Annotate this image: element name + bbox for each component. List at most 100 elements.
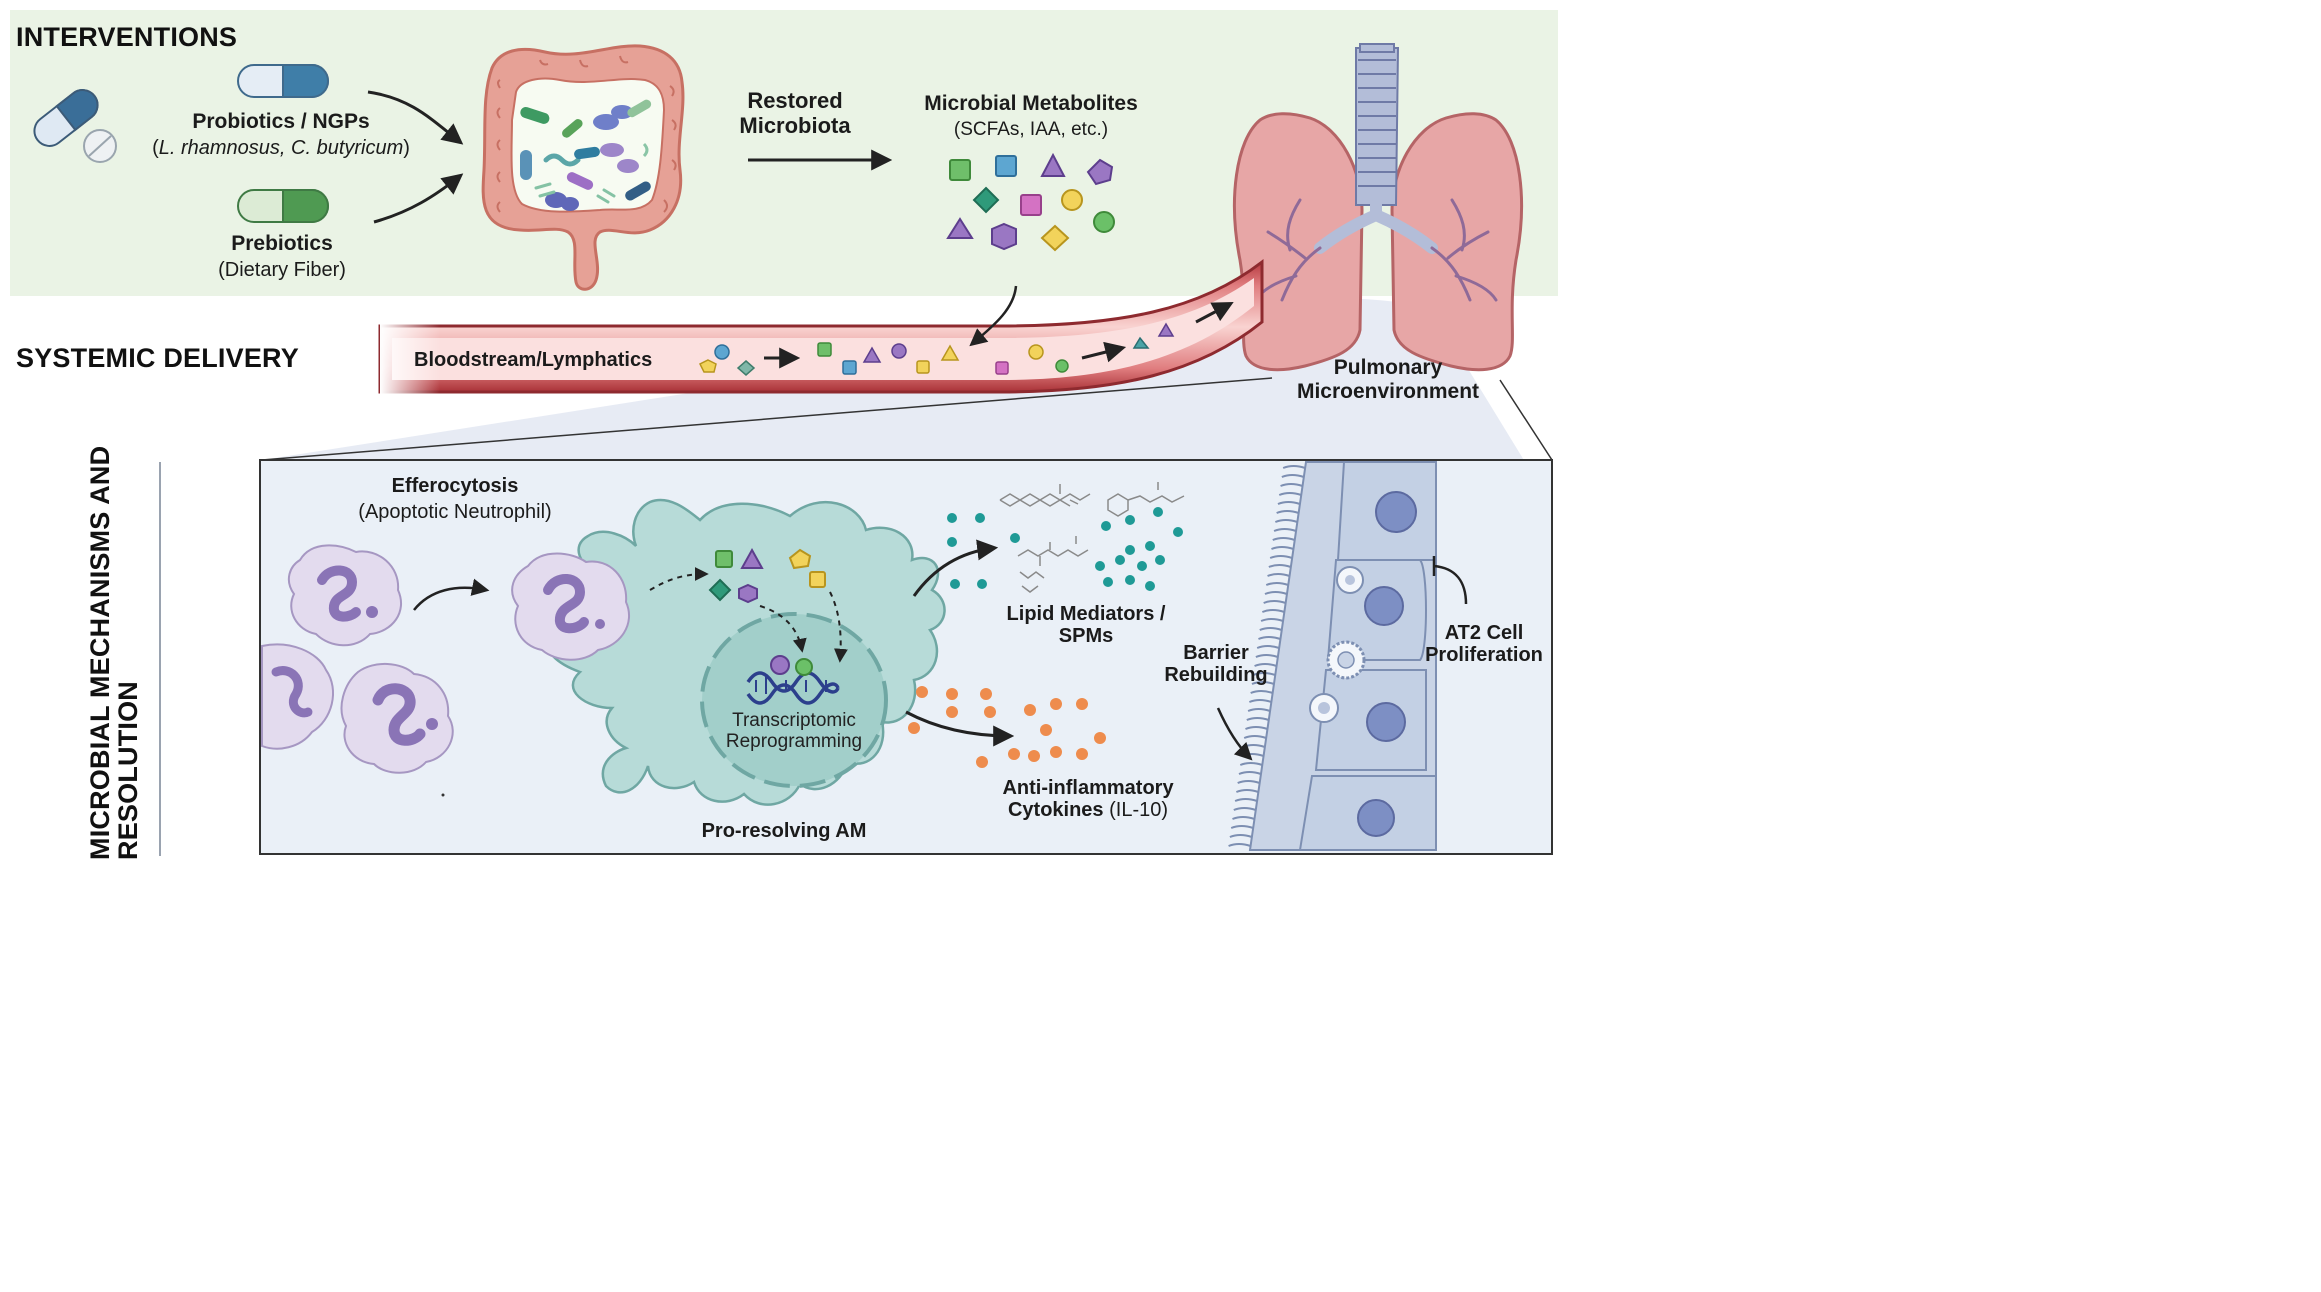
cytokine-dot (1024, 704, 1036, 716)
barrier-rebuilding-label: Barrier Rebuilding (1156, 642, 1276, 687)
engulfed-neutrophil (511, 552, 631, 661)
pulmonary-microenvironment-label: Pulmonary Microenvironment (1280, 356, 1496, 403)
cilium (1255, 654, 1279, 658)
lipid-dot (1125, 575, 1135, 585)
prebiotics-subtitle: (Dietary Fiber) (218, 259, 346, 281)
lipid-dot (1125, 515, 1135, 525)
efferocytosis-subtitle: (Apoptotic Neutrophil) (358, 501, 552, 523)
cilium (1251, 681, 1275, 685)
cilium (1235, 789, 1259, 793)
transcriptomic-line2: Reprogramming (725, 731, 863, 753)
lipid-dot (1125, 545, 1135, 555)
pulmonary-line1: Pulmonary (1333, 356, 1443, 379)
metabolites-title: Microbial Metabolites (924, 92, 1138, 115)
prebiotics-to-gut-arrow (373, 173, 464, 224)
gut-icon (481, 44, 685, 291)
barrier-rebuilding-arrow (1216, 707, 1253, 761)
restored-microbiota-label: Restored Microbiota (724, 88, 866, 138)
probiotics-paren-close: ) (403, 137, 410, 159)
cilium (1248, 699, 1272, 703)
vessel-flow-arrows (764, 302, 1234, 369)
cytokine-dot (1076, 748, 1088, 760)
metabolites-to-blood-arrow (969, 285, 1018, 347)
lipid-dot (1145, 581, 1155, 591)
cytokine-dot (984, 706, 996, 718)
stray-dot (441, 793, 445, 797)
cilium (1238, 771, 1262, 775)
cilium (1260, 618, 1284, 622)
lipid-mediator-dots (947, 507, 1183, 591)
lipid-dot (1103, 577, 1113, 587)
lipid-dot (1155, 555, 1165, 565)
probiotics-title: Probiotics / NGPs (192, 110, 370, 133)
cytokine-dot (946, 706, 958, 718)
lipid-dot (1137, 561, 1147, 571)
inset-connector-left (261, 377, 1273, 461)
at2-proliferation-label: AT2 Cell Proliferation (1412, 622, 1556, 667)
cilium (1234, 798, 1258, 802)
lipid-dot (947, 537, 957, 547)
cytokine-dots (908, 686, 1106, 768)
cilium (1230, 825, 1254, 829)
section-mechanisms-heading: MICROBIAL MECHANISMS AND RESOLUTION (85, 445, 143, 860)
at2-inhibition-line (1432, 556, 1468, 605)
cytokine-dot (908, 722, 920, 734)
probiotics-paren-open: ( (152, 137, 159, 159)
cilium (1278, 492, 1302, 496)
inset-connector-right (1499, 379, 1553, 461)
lipid-dot (1010, 533, 1020, 543)
lipid-dot (1173, 527, 1183, 537)
cilium (1250, 690, 1273, 694)
cilium (1281, 474, 1305, 478)
lipid-dot (1115, 555, 1125, 565)
cilium (1247, 708, 1271, 712)
macrophage-to-cytokines-arrow (905, 710, 1015, 747)
prebiotics-title: Prebiotics (231, 232, 333, 255)
cilium (1239, 762, 1263, 766)
pro-resolving-macrophage (546, 498, 946, 806)
cilium (1280, 483, 1303, 487)
cytokines-label: Anti-inflammatory Cytokines (IL-10) (990, 777, 1186, 822)
cytokines-line2-wrap: Cytokines (IL-10) (990, 799, 1186, 821)
lipid-dot (950, 579, 960, 589)
probiotics-species-line: (L. rhamnosus, C. butyricum) (120, 137, 442, 159)
cytokine-dot (1050, 698, 1062, 710)
macrophage-to-lipids-arrow (912, 539, 999, 597)
cilium (1265, 582, 1289, 586)
barrier-line2: Rebuilding (1164, 664, 1268, 687)
cytokine-dot (916, 686, 928, 698)
lipid-dot (1153, 507, 1163, 517)
apoptotic-neutrophil-cells (261, 544, 490, 774)
cilium (1252, 672, 1276, 676)
cytokines-line2: Cytokines (1007, 799, 1104, 822)
diagram-canvas (10, 10, 1558, 856)
capsule-icon (33, 89, 117, 163)
cilium (1243, 735, 1267, 739)
barrier-line1: Barrier (1183, 642, 1249, 664)
lipid-dot (1145, 541, 1155, 551)
lipid-dot (1101, 521, 1111, 531)
efferocytosis-title: Efferocytosis (391, 475, 519, 497)
transcriptomic-line1: Transcriptomic (732, 710, 856, 731)
restored-line2: Microbiota (739, 112, 851, 138)
cytokines-paren: (IL-10) (1109, 799, 1169, 822)
at2-line2: Proliferation (1425, 644, 1543, 667)
cytokine-dot (946, 688, 958, 700)
cilium (1268, 564, 1292, 568)
cytokine-dot (1050, 746, 1062, 758)
cytokine-dot (976, 756, 988, 768)
section-interventions-heading: INTERVENTIONS (16, 22, 238, 52)
cilium (1228, 843, 1251, 847)
probiotics-to-gut-arrow (367, 90, 464, 145)
cilium (1263, 600, 1286, 604)
cilium (1245, 726, 1268, 730)
cilium (1267, 573, 1290, 577)
cilium (1259, 627, 1283, 631)
cilium (1274, 519, 1298, 523)
metabolite-shapes (946, 152, 1115, 252)
cilium (1264, 591, 1288, 595)
transcriptomic-label: Transcriptomic Reprogramming (708, 710, 880, 753)
pro-resolving-am-label: Pro-resolving AM (701, 820, 867, 842)
cytokine-dot (1094, 732, 1106, 744)
cilium (1237, 780, 1260, 784)
